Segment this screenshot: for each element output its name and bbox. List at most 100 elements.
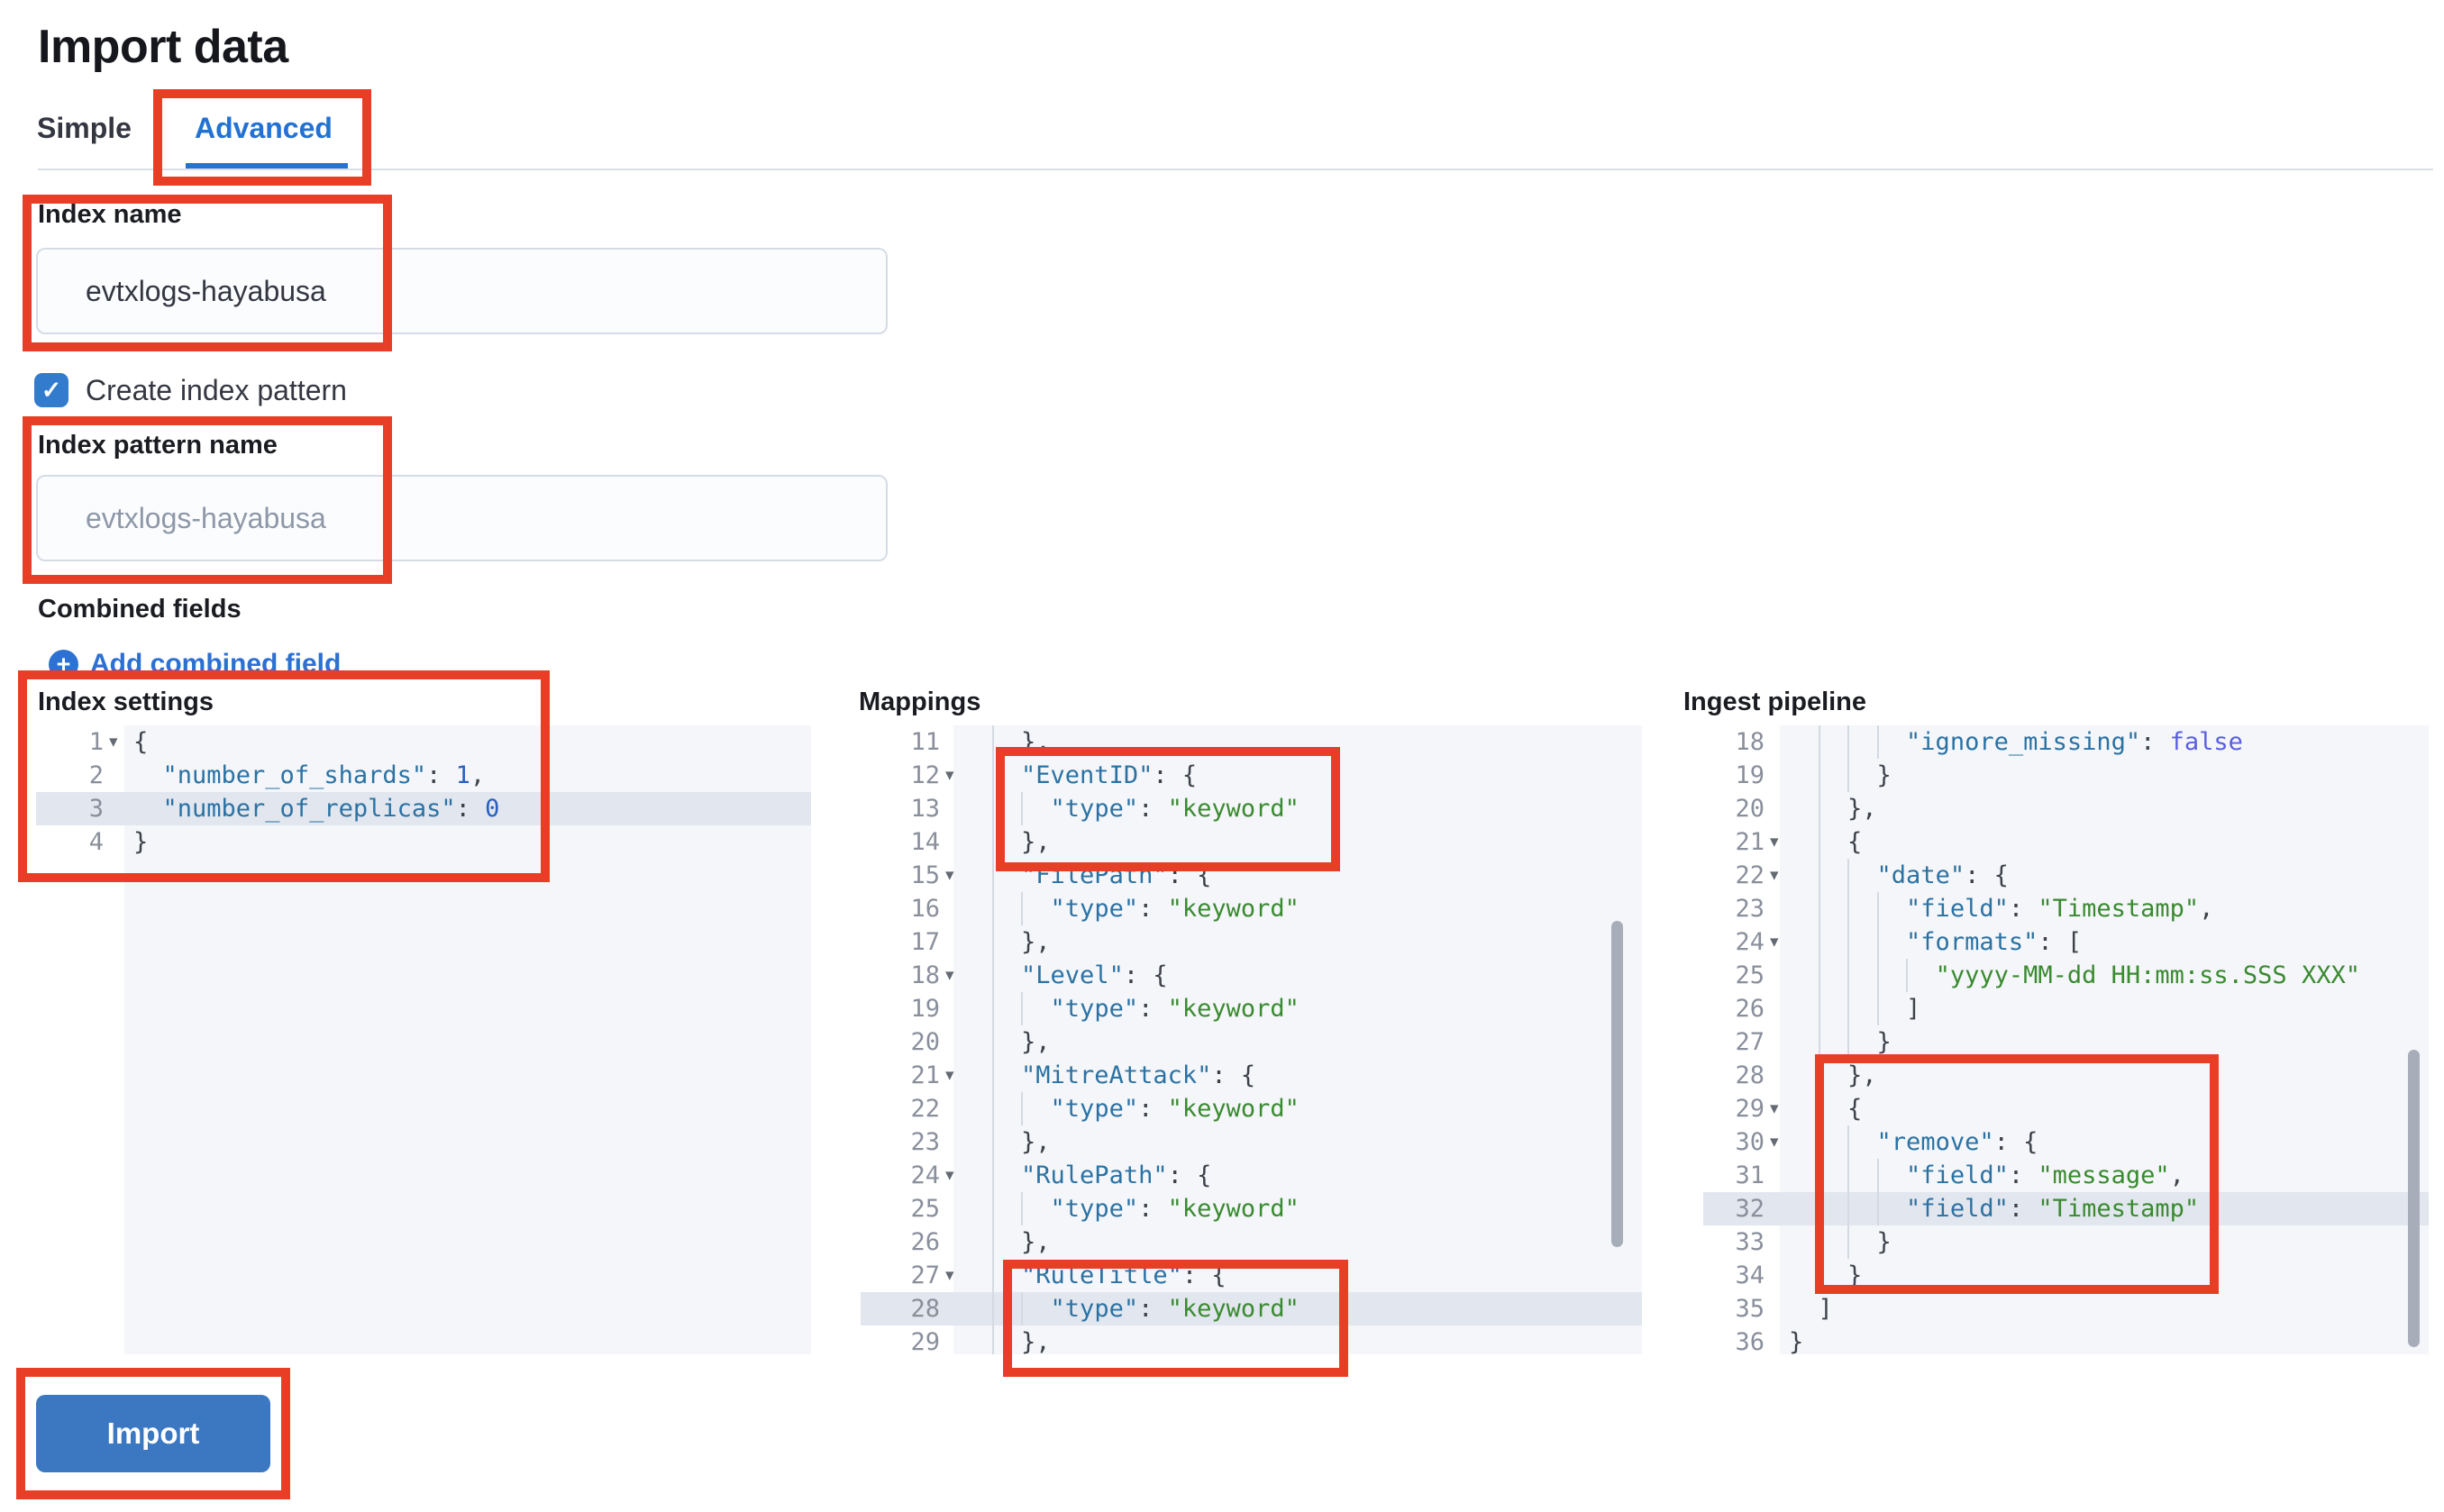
code-line: "Level": {: [1021, 961, 1168, 989]
tab-simple[interactable]: Simple: [37, 112, 132, 144]
mappings-editor[interactable]: 11 },12▾ "EventID": {13 "type": "keyword…: [861, 725, 1642, 1354]
line-number: 16: [910, 895, 940, 923]
line-number: 22: [1735, 861, 1765, 889]
code-line: },: [1789, 795, 1877, 823]
indent-guide: [1876, 1159, 1879, 1192]
add-combined-field-link[interactable]: Add combined field: [90, 649, 342, 679]
import-button[interactable]: Import: [36, 1395, 270, 1472]
code-line: "number_of_shards": 1,: [162, 761, 486, 789]
indent-guide: [1876, 925, 1879, 959]
indent-guide: [991, 859, 994, 892]
index-name-label: Index name: [38, 200, 182, 229]
code-line: "type": "keyword": [1050, 1095, 1300, 1123]
line-number: 26: [910, 1228, 940, 1256]
indent-guide: [991, 925, 994, 959]
indent-guide: [1818, 992, 1820, 1025]
line-number: 24: [1735, 928, 1765, 956]
code-line: "EventID": {: [1021, 761, 1198, 789]
code-line: },: [962, 1228, 1051, 1256]
indent-guide: [1847, 1225, 1850, 1259]
code-line: "RuleTitle": {: [1021, 1262, 1227, 1289]
active-line-highlight: [1703, 1192, 2429, 1225]
create-index-pattern-checkbox[interactable]: ✓: [34, 373, 68, 407]
code-line: "yyyy-MM-dd HH:mm:ss.SSS XXX": [1935, 961, 2360, 989]
indent-guide: [1021, 892, 1024, 925]
indent-guide: [991, 1192, 994, 1225]
line-number: 4: [88, 828, 104, 856]
indent-guide: [1847, 925, 1850, 959]
line-number: 36: [1735, 1328, 1765, 1354]
indent-guide: [1021, 792, 1024, 825]
create-index-pattern-label[interactable]: Create index pattern: [86, 374, 347, 406]
indent-guide: [1818, 859, 1820, 892]
line-number: 28: [1735, 1061, 1765, 1089]
line-number: 13: [910, 795, 940, 823]
fold-arrow-icon[interactable]: ▾: [945, 1266, 954, 1285]
line-number: 21: [910, 1061, 940, 1089]
plus-icon[interactable]: +: [49, 650, 78, 679]
index-settings-editor[interactable]: 1▾{2 "number_of_shards": 1,3 "number_of_…: [36, 725, 811, 1354]
indent-guide: [991, 1292, 994, 1325]
line-number: 32: [1735, 1195, 1765, 1223]
indent-guide: [1847, 959, 1850, 992]
fold-arrow-icon[interactable]: ▾: [945, 1066, 954, 1085]
fold-arrow-icon[interactable]: ▾: [1770, 833, 1779, 852]
mappings-label: Mappings: [859, 688, 981, 716]
line-number: 30: [1735, 1128, 1765, 1156]
code-line: {: [133, 728, 149, 756]
index-pattern-name-input[interactable]: [36, 475, 888, 561]
code-line: "field": "Timestamp": [1906, 1195, 2200, 1223]
fold-arrow-icon[interactable]: ▾: [1770, 933, 1779, 952]
line-number: 23: [910, 1128, 940, 1156]
code-line: "type": "keyword": [1050, 1195, 1300, 1223]
indent-guide: [991, 1159, 994, 1192]
line-number: 25: [910, 1195, 940, 1223]
indent-guide: [1906, 959, 1909, 992]
vertical-scrollbar[interactable]: [2408, 1050, 2420, 1347]
line-number: 22: [910, 1095, 940, 1123]
line-number: 15: [910, 861, 940, 889]
line-number: 29: [910, 1328, 940, 1354]
code-line: "type": "keyword": [1050, 895, 1300, 923]
code-line: ]: [1789, 1295, 1833, 1323]
indent-guide: [1818, 925, 1820, 959]
line-number: 33: [1735, 1228, 1765, 1256]
code-line: "type": "keyword": [1050, 795, 1300, 823]
line-number: 1: [88, 728, 104, 756]
code-line: "type": "keyword": [1050, 995, 1300, 1023]
fold-arrow-icon[interactable]: ▾: [945, 866, 954, 885]
fold-arrow-icon[interactable]: ▾: [1770, 1133, 1779, 1152]
line-number: 20: [910, 1028, 940, 1056]
indent-guide: [1876, 959, 1879, 992]
vertical-scrollbar[interactable]: [1611, 921, 1623, 1247]
indent-guide: [991, 759, 994, 792]
code-line: "remove": {: [1876, 1128, 2038, 1156]
indent-guide: [1021, 1292, 1024, 1325]
tab-advanced[interactable]: Advanced: [195, 112, 333, 144]
indent-guide: [1818, 892, 1820, 925]
index-name-input[interactable]: [36, 248, 888, 334]
fold-arrow-icon[interactable]: ▾: [1770, 1099, 1779, 1118]
fold-arrow-icon[interactable]: ▾: [945, 766, 954, 785]
indent-guide: [1847, 1159, 1850, 1192]
code-line: }: [1789, 761, 1892, 789]
code-line: },: [1789, 1061, 1877, 1089]
indent-guide: [991, 1092, 994, 1125]
fold-arrow-icon[interactable]: ▾: [945, 1166, 954, 1185]
line-number: 17: [910, 928, 940, 956]
fold-arrow-icon[interactable]: ▾: [945, 966, 954, 985]
fold-arrow-icon[interactable]: ▾: [109, 733, 118, 751]
code-line: "formats": [: [1906, 928, 2083, 956]
line-number: 20: [1735, 795, 1765, 823]
indent-guide: [991, 725, 994, 759]
combined-fields-label: Combined fields: [38, 595, 242, 624]
fold-arrow-icon[interactable]: ▾: [1770, 866, 1779, 885]
indent-guide: [1818, 759, 1820, 792]
line-number: 23: [1735, 895, 1765, 923]
code-line: }: [133, 828, 149, 856]
code-line: ]: [1789, 995, 1921, 1023]
indent-guide: [1847, 1125, 1850, 1159]
line-number: 25: [1735, 961, 1765, 989]
